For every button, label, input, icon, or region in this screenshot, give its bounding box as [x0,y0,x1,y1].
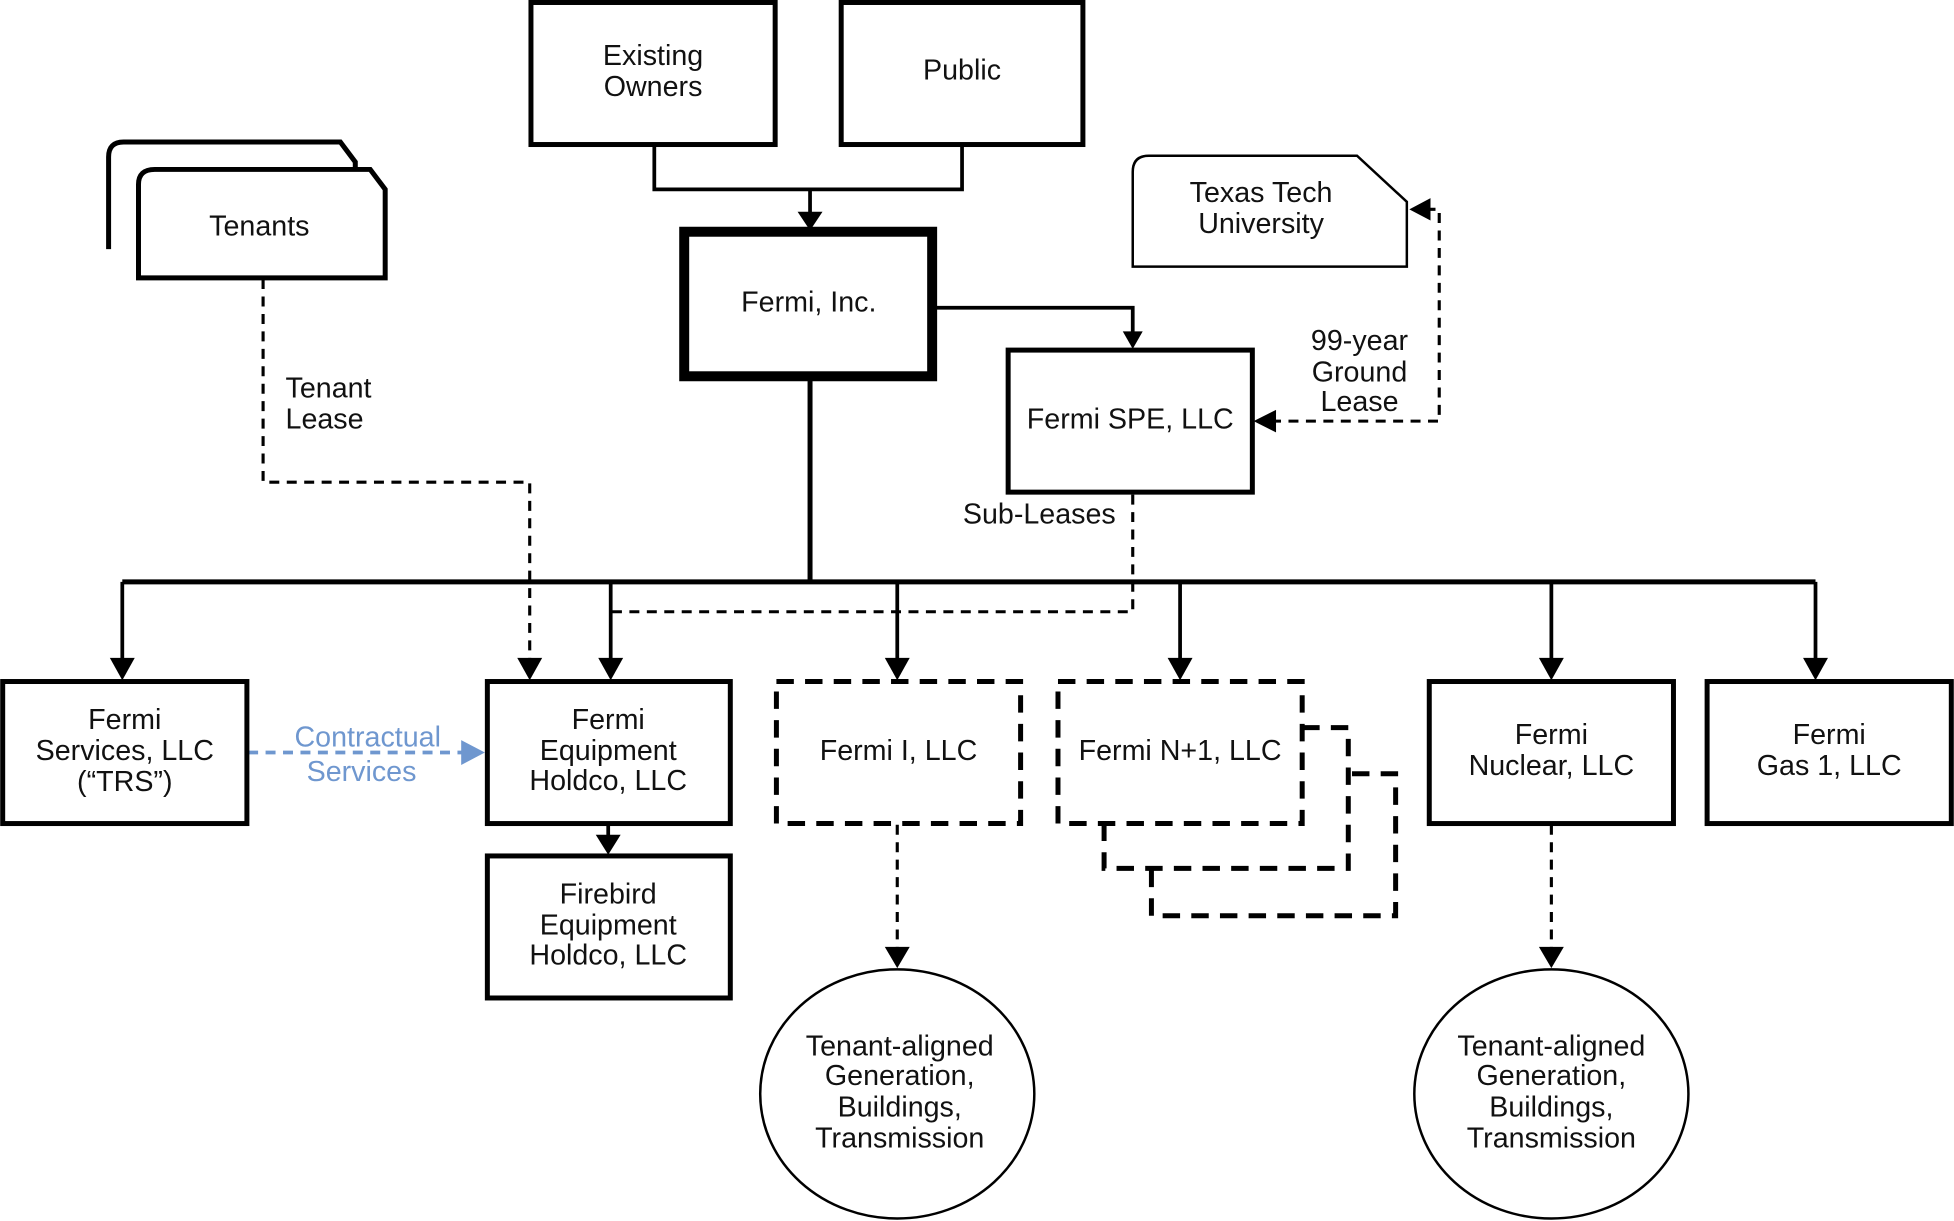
node-assets-2[interactable]: Tenant-aligned Generation, Buildings, Tr… [1413,968,1690,1220]
node-label: Fermi N+1, LLC [1079,735,1282,767]
node-label: Fermi SPE, LLC [1027,404,1234,436]
node-texas-tech[interactable]: Texas Tech University [1131,154,1409,268]
tenant-lease-label: Tenant [286,372,372,404]
arrowhead [595,834,621,855]
edge-labels: Tenant Lease 99-year Ground Lease Sub-Le… [286,325,1409,788]
arrowhead-spe [1122,331,1143,349]
node-fermi-n1[interactable]: Fermi N+1, LLC [1055,679,1399,919]
node-label: Nuclear, LLC [1469,750,1635,782]
node-label: Tenant-aligned [806,1030,994,1062]
contractual-services-label: Services [307,756,417,788]
arrowhead [517,657,543,681]
node-fermi-spe[interactable]: Fermi SPE, LLC [1005,347,1255,495]
node-label: Transmission [1467,1122,1636,1154]
main-trunk [122,377,1816,585]
connectors [109,144,1828,969]
node-label: Owners [604,71,703,103]
node-label: Fermi [1515,719,1588,751]
node-label: Public [923,55,1001,87]
arrowhead [109,657,135,681]
owners-connector [652,144,964,215]
node-label: Fermi [572,704,645,736]
node-label: Generation, [825,1060,975,1092]
arrowhead [1538,946,1564,969]
node-label: Services, LLC [36,735,214,767]
arrowhead [1803,657,1828,681]
node-label: Holdco, LLC [529,765,687,797]
arrowhead [1167,657,1193,681]
inc-to-spe-connector [932,305,1135,334]
ground-lease-label: Lease [1320,386,1398,418]
node-label: Transmission [815,1122,984,1154]
tenant-lease-label: Lease [286,404,364,436]
node-assets-1[interactable]: Tenant-aligned Generation, Buildings, Tr… [758,968,1036,1220]
node-label: Buildings, [1489,1091,1613,1123]
arrowhead-spe-lease [1253,409,1277,433]
ground-lease-label: Ground [1312,356,1408,388]
node-fermi-gas[interactable]: Fermi Gas 1, LLC [1704,679,1954,827]
ground-lease-label: 99-year [1311,325,1409,357]
arrowhead [598,657,624,681]
tenant-lease-connector [261,279,532,661]
arrowhead-texas-tech [1409,198,1431,221]
node-firebird[interactable]: Firebird Equipment Holdco, LLC [484,853,733,1001]
node-label: Texas Tech [1190,177,1333,209]
node-existing-owners[interactable]: Existing Owners [528,0,778,148]
node-label: Tenants [209,210,309,242]
node-label: Fermi, Inc. [741,286,876,318]
contractual-services-label: Contractual [295,721,441,753]
ground-lease-connector [1271,207,1441,423]
arrowhead [884,657,910,681]
node-label: Buildings, [838,1091,962,1123]
node-label: Existing [603,40,703,72]
arrowhead [1538,657,1564,681]
node-label: Firebird [560,878,657,910]
node-label: Fermi [1793,719,1866,751]
node-label: Fermi [88,704,161,736]
node-tenants[interactable]: Tenants [106,139,388,281]
node-label: Equipment [540,735,677,767]
node-label: Equipment [540,909,677,941]
node-label: Holdco, LLC [529,939,687,971]
node-label: Tenant-aligned [1457,1030,1645,1062]
node-fermi-services[interactable]: Fermi Services, LLC (“TRS”) [0,679,250,827]
node-label: University [1198,208,1324,240]
sub-leases-connector [610,494,1135,614]
arrowhead [884,946,910,969]
node-label: (“TRS”) [77,766,172,798]
node-fermi-i[interactable]: Fermi I, LLC [773,679,1024,827]
node-fermi-nuclear[interactable]: Fermi Nuclear, LLC [1426,679,1676,827]
node-fermi-equipment[interactable]: Fermi Equipment Holdco, LLC [484,679,733,827]
node-fermi-inc[interactable]: Fermi, Inc. [679,226,938,382]
sub-leases-label: Sub-Leases [963,498,1116,530]
arrowhead-fermi-inc [797,211,823,231]
node-label: Gas 1, LLC [1757,750,1902,782]
node-label: Fermi I, LLC [820,735,978,767]
node-label: Generation, [1477,1060,1627,1092]
contractual-arrowhead [461,740,485,765]
node-public[interactable]: Public [838,0,1086,148]
